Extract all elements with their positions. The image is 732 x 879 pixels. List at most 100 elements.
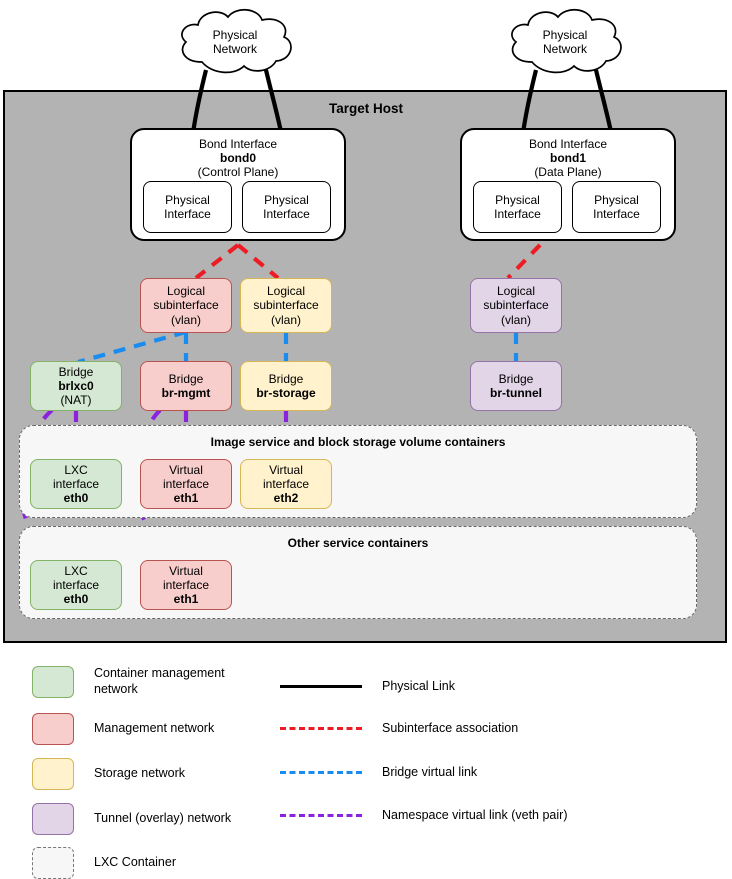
bridge-br-mgmt-line1: Bridge <box>168 371 204 386</box>
legend-container-management: Container management network <box>32 666 269 698</box>
iface-eth1-a-line2: interface <box>162 476 210 491</box>
cloud-left-line2: Network <box>212 42 257 56</box>
bond0-nic-1: Physical Interface <box>143 181 232 233</box>
bond0-nic-1-line2: Interface <box>164 207 211 221</box>
legend-label-container-management: Container management network <box>94 666 225 696</box>
iface-eth0-a-line1: LXC <box>64 462 88 477</box>
legend-label-lxc-container: LXC Container <box>94 855 176 870</box>
bridge-br-mgmt: Bridge br-mgmt <box>140 361 232 411</box>
iface-eth1-a-name: eth1 <box>173 491 199 506</box>
subif-mgmt-line3: (vlan) <box>170 312 201 327</box>
subif-mgmt: Logical subinterface (vlan) <box>140 278 232 333</box>
bond1-nic-2-line1: Physical <box>594 192 639 207</box>
bridge-br-mgmt-name: br-mgmt <box>161 386 211 400</box>
iface-eth0-b-line1: LXC <box>64 563 88 578</box>
iface-eth0-a: LXC interface eth0 <box>30 459 122 509</box>
legend-label-subinterface-association: Subinterface association <box>382 721 519 735</box>
legend-swatch-management <box>32 713 74 745</box>
bridge-br-tunnel: Bridge br-tunnel <box>470 361 562 411</box>
bond0-role: (Control Plane) <box>197 165 279 180</box>
legend-swatch-tunnel <box>32 803 74 835</box>
cloud-right-text: Physical Network <box>500 6 630 78</box>
page-title: Target Host <box>328 101 403 116</box>
bond0-name: bond0 <box>220 151 256 166</box>
bridge-br-tunnel-name: br-tunnel <box>490 386 542 400</box>
bridge-brlxc0-line1: Bridge <box>58 364 94 379</box>
bond1-nic-2: Physical Interface <box>572 181 661 233</box>
subif-tunnel-line1: Logical <box>496 284 536 299</box>
subif-tunnel: Logical subinterface (vlan) <box>470 278 562 333</box>
bond0-nic-1-line1: Physical <box>165 192 210 207</box>
legend-physical-link: Physical Link <box>280 679 455 695</box>
legend-label-bridge-virtual-link: Bridge virtual link <box>382 765 478 779</box>
bond0-nic-2: Physical Interface <box>242 181 331 233</box>
bond1-role: (Data Plane) <box>534 165 602 180</box>
subif-storage-line2: subinterface <box>253 298 319 313</box>
legend-tunnel: Tunnel (overlay) network <box>32 803 269 835</box>
iface-eth1-b: Virtual interface eth1 <box>140 560 232 610</box>
legend-lxc-container: LXC Container <box>32 847 269 879</box>
legend-swatch-storage <box>32 758 74 790</box>
legend-line-physical <box>280 685 362 689</box>
legend-label-management: Management network <box>94 721 215 736</box>
iface-eth0-b-name: eth0 <box>63 592 89 607</box>
cloud-left-text: Physical Network <box>170 6 300 78</box>
group-image-block-label: Image service and block storage volume c… <box>210 435 506 449</box>
subif-tunnel-line2: subinterface <box>483 298 549 313</box>
bond1-nic-2-line2: Interface <box>593 207 640 221</box>
iface-eth1-b-line2: interface <box>162 577 210 592</box>
bridge-br-storage: Bridge br-storage <box>240 361 332 411</box>
legend-label-physical-link: Physical Link <box>382 679 455 693</box>
iface-eth0-b-line2: interface <box>52 577 100 592</box>
legend-storage: Storage network <box>32 758 269 790</box>
subif-storage-line3: (vlan) <box>270 312 301 327</box>
legend-namespace-virtual-link: Namespace virtual link (veth pair) <box>280 808 568 824</box>
bridge-br-storage-line1: Bridge <box>268 371 304 386</box>
subif-mgmt-line1: Logical <box>166 284 206 299</box>
legend-line-namespace <box>280 814 362 818</box>
subif-storage-line1: Logical <box>266 284 306 299</box>
iface-eth2-a-name: eth2 <box>273 491 299 506</box>
iface-eth0-a-line2: interface <box>52 476 100 491</box>
iface-eth1-a-line1: Virtual <box>169 462 203 477</box>
bond1-nic-1-line2: Interface <box>494 207 541 221</box>
bond1-name: bond1 <box>550 151 586 166</box>
group-other-service-label: Other service containers <box>287 536 429 550</box>
legend-subinterface-association: Subinterface association <box>280 721 518 737</box>
legend: Container management network Management … <box>0 655 732 879</box>
group-other-service: Other service containers <box>19 526 697 619</box>
bond0-nic-2-line2: Interface <box>263 207 310 221</box>
bridge-brlxc0-line3: (NAT) <box>60 393 92 408</box>
cloud-right-line2: Network <box>542 42 587 56</box>
iface-eth2-a: Virtual interface eth2 <box>240 459 332 509</box>
iface-eth2-a-line1: Virtual <box>269 462 303 477</box>
legend-line-bridge <box>280 771 362 775</box>
cloud-right: Physical Network <box>500 6 630 78</box>
bond1-nic-1-line1: Physical <box>495 192 540 207</box>
legend-bridge-virtual-link: Bridge virtual link <box>280 765 477 781</box>
bond1-nic-1: Physical Interface <box>473 181 562 233</box>
cloud-left-line1: Physical <box>212 27 258 42</box>
iface-eth0-a-name: eth0 <box>63 491 89 506</box>
legend-management: Management network <box>32 713 269 745</box>
legend-swatch-lxc-container <box>32 847 74 879</box>
iface-eth1-a: Virtual interface eth1 <box>140 459 232 509</box>
bond0-title: Bond Interface <box>198 137 278 151</box>
legend-label-storage: Storage network <box>94 766 186 781</box>
bond0-nic-2-line1: Physical <box>264 192 309 207</box>
iface-eth1-b-name: eth1 <box>173 592 199 607</box>
cloud-right-line1: Physical <box>542 27 588 42</box>
bridge-brlxc0-name: brlxc0 <box>58 378 94 393</box>
subif-mgmt-line2: subinterface <box>153 298 219 313</box>
bond1-title: Bond Interface <box>528 137 608 151</box>
legend-line-subinterface <box>280 727 362 731</box>
diagram-canvas: Target Host Physical Network Physical Ne… <box>0 6 732 879</box>
iface-eth2-a-line2: interface <box>262 476 310 491</box>
legend-label-tunnel: Tunnel (overlay) network <box>94 811 232 826</box>
bridge-br-tunnel-line1: Bridge <box>498 371 534 386</box>
legend-swatch-container-management <box>32 666 74 698</box>
legend-label-namespace-virtual-link: Namespace virtual link (veth pair) <box>382 808 568 822</box>
subif-tunnel-line3: (vlan) <box>500 312 531 327</box>
iface-eth1-b-line1: Virtual <box>169 563 203 578</box>
subif-storage: Logical subinterface (vlan) <box>240 278 332 333</box>
